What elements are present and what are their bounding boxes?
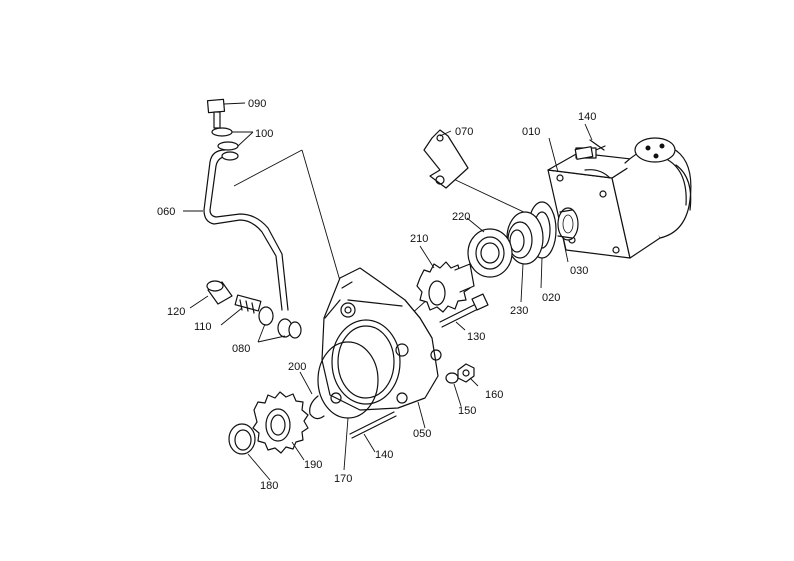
washer-150 <box>445 372 459 384</box>
callout-200: 200 <box>288 361 306 373</box>
callout-140-bottom: 140 <box>375 449 393 461</box>
gear-housing <box>321 267 442 411</box>
pipe-060 <box>203 149 289 311</box>
callout-160: 160 <box>485 389 503 401</box>
callout-010: 010 <box>522 126 540 138</box>
fitting-120 <box>206 280 233 305</box>
callout-130: 130 <box>467 331 485 343</box>
callout-170: 170 <box>334 473 352 485</box>
bolt-130 <box>439 293 489 328</box>
callout-230: 230 <box>510 305 528 317</box>
callout-220: 220 <box>452 211 470 223</box>
spur-gear-190 <box>252 391 309 454</box>
callout-labels: 010 020 030 050 060 070 080 090 100 110 … <box>157 98 596 492</box>
callout-070: 070 <box>455 126 473 138</box>
callout-090: 090 <box>248 98 266 110</box>
circlip-200 <box>309 395 325 420</box>
bolt-140-top <box>574 139 605 160</box>
washers-100 <box>211 127 239 161</box>
check-valve-110 <box>234 294 262 314</box>
bearing-220 <box>467 228 513 278</box>
nut-160 <box>457 363 475 383</box>
callout-140-top: 140 <box>578 111 596 123</box>
callout-100: 100 <box>255 128 273 140</box>
bracket-070 <box>423 129 469 189</box>
callout-150: 150 <box>458 405 476 417</box>
callout-180: 180 <box>260 480 278 492</box>
pinion-gear-210 <box>416 261 475 313</box>
callout-030: 030 <box>570 265 588 277</box>
seal-180 <box>228 423 256 455</box>
callout-020: 020 <box>542 292 560 304</box>
callout-110: 110 <box>194 321 212 333</box>
callout-120: 120 <box>167 306 185 318</box>
callout-leaders <box>183 102 593 481</box>
stud-140-bottom <box>349 411 397 439</box>
shaft-coupling <box>557 207 579 241</box>
callout-060: 060 <box>157 206 175 218</box>
callout-080: 080 <box>232 343 250 355</box>
callout-210: 210 <box>410 233 428 245</box>
banjo-bolt-090 <box>206 98 226 129</box>
callout-190: 190 <box>304 459 322 471</box>
callout-050: 050 <box>413 428 431 440</box>
washers-080 <box>258 306 302 339</box>
